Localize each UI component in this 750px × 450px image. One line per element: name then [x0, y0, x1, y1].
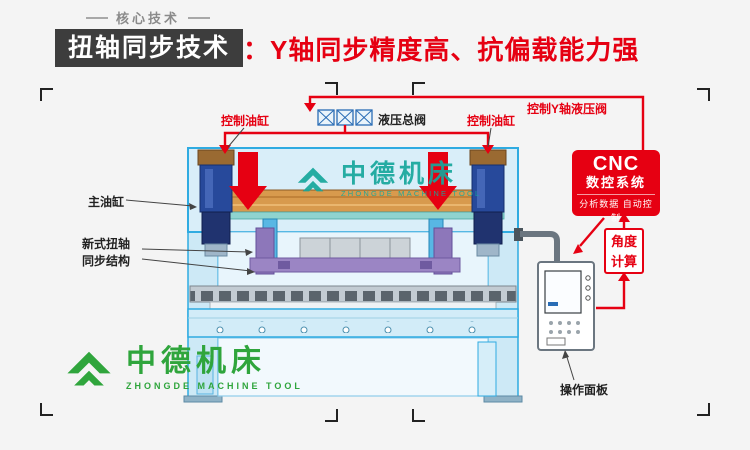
label-hydraulic-main-valve: 液压总阀: [378, 113, 427, 127]
title-slogan: ：Y轴同步精度高、抗偏载能力强: [243, 34, 640, 65]
angle-calc-box: 角度 计算: [604, 228, 644, 274]
press-force-arrows: [229, 152, 457, 210]
control-flow-lines: [223, 95, 645, 310]
clamp-strip: [189, 285, 517, 303]
crop-mark: [412, 82, 425, 95]
label-torsion-line2: 同步结构: [81, 254, 130, 268]
cnc-system-box: CNC 数控系统 分析数据 自动控制: [572, 150, 660, 223]
kicker-text: 核心技术: [116, 11, 181, 26]
hydraulic-valve-icons: [317, 109, 373, 126]
crop-mark: [697, 88, 710, 101]
kicker-rule-left: [86, 16, 108, 19]
label-pointer-arrowheads: [189, 203, 569, 359]
angle-calc-line2: 计算: [610, 254, 637, 269]
title-badge: 扭轴同步技术: [55, 29, 244, 67]
control-cylinder-left: [197, 149, 235, 257]
crop-mark: [697, 403, 710, 416]
footer-brand-sub: ZHONGDE MACHINE TOOL: [126, 380, 303, 391]
footer-brand-logo: 中德机床 ZHONGDE MACHINE TOOL: [62, 341, 303, 395]
label-torsion-line1: 新式扭轴: [81, 237, 130, 251]
crop-mark: [40, 403, 53, 416]
hydraulic-pipe: [514, 228, 560, 262]
torsion-shaft-structure: [249, 227, 461, 275]
label-control-cylinder-left: 控制油缸: [221, 114, 270, 128]
center-mechanism: [299, 237, 411, 259]
angle-calc-line1: 角度: [610, 234, 637, 249]
kicker: 核心技术: [86, 8, 211, 27]
label-torsion-structure: 新式扭轴 同步结构: [68, 236, 144, 270]
watermark-brand-sub: ZHONGDE MACHINE TOOL: [341, 188, 482, 198]
crop-mark: [40, 88, 53, 101]
control-flow-arrowheads: [219, 103, 630, 281]
label-control-cylinder-right: 控制油缸: [467, 114, 516, 128]
footer-brand-name: 中德机床: [126, 344, 266, 378]
control-cylinder-right: [469, 149, 507, 257]
watermark-brand-name: 中德机床: [341, 159, 458, 188]
crop-mark: [325, 82, 338, 95]
label-y-axis-valve: 控制Y轴液压阀: [527, 102, 608, 116]
page-title: 扭轴同步技术 ：Y轴同步精度高、抗偏载能力强: [55, 29, 639, 67]
crop-mark: [325, 409, 338, 422]
kicker-rule-right: [188, 16, 211, 19]
watermark-logo: 中德机床 ZHONGDE MACHINE TOOL: [294, 160, 481, 198]
label-main-cylinder: 主油缸: [88, 195, 125, 209]
cnc-title: CNC: [592, 153, 640, 175]
worktable: [187, 308, 519, 338]
cnc-subtitle: 数控系统: [585, 175, 646, 190]
operation-panel: [537, 261, 595, 351]
label-operation-panel: 操作面板: [560, 383, 609, 397]
crop-mark: [412, 409, 425, 422]
die-strip: [209, 301, 497, 310]
label-pointer-lines: [125, 127, 575, 381]
brand-chevron-icon: [297, 167, 329, 192]
cnc-caption: 分析数据 自动控制: [577, 194, 655, 225]
brand-chevron-icon: [67, 351, 111, 386]
